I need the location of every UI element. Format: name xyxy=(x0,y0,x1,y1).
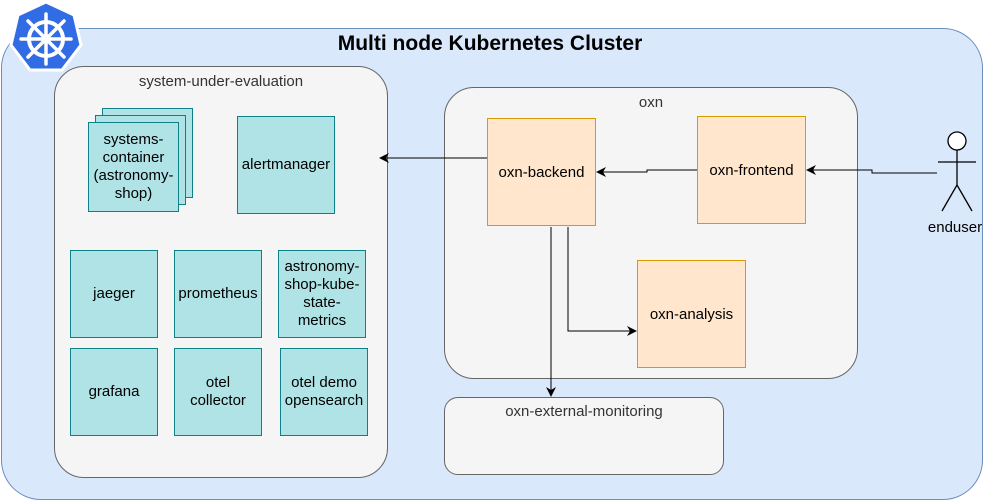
otel-collector-node: otel collector xyxy=(174,348,262,436)
oxn-external-monitoring-group xyxy=(444,397,724,475)
oxn-external-monitoring-label: oxn-external-monitoring xyxy=(505,403,663,420)
opensearch-node: otel demo opensearch xyxy=(280,348,368,436)
cluster-title: Multi node Kubernetes Cluster xyxy=(337,32,643,55)
enduser-label: enduser xyxy=(927,219,983,236)
arrow-enduser-to-frontend xyxy=(806,165,937,175)
enduser-actor xyxy=(930,128,980,213)
oxn-label: oxn xyxy=(638,94,664,111)
systems-container-node: systems- container (astronomy- shop) xyxy=(88,122,179,212)
oxn-backend-node: oxn-backend xyxy=(487,118,596,226)
kubernetes-helm-icon xyxy=(9,0,83,72)
kube-state-metrics-node: astronomy- shop-kube- state- metrics xyxy=(278,250,366,338)
alertmanager-node: alertmanager xyxy=(237,116,335,214)
prometheus-node: prometheus xyxy=(174,250,262,338)
jaeger-node: jaeger xyxy=(70,250,158,338)
arrow-backend-to-analysis xyxy=(567,227,637,336)
kubernetes-logo xyxy=(8,0,84,74)
oxn-analysis-node: oxn-analysis xyxy=(637,260,746,368)
oxn-frontend-node: oxn-frontend xyxy=(697,116,806,224)
grafana-node: grafana xyxy=(70,348,158,436)
arrow-frontend-to-backend xyxy=(596,167,697,177)
system-under-evaluation-label: system-under-evaluation xyxy=(138,73,304,90)
stick-figure-icon xyxy=(938,131,976,212)
